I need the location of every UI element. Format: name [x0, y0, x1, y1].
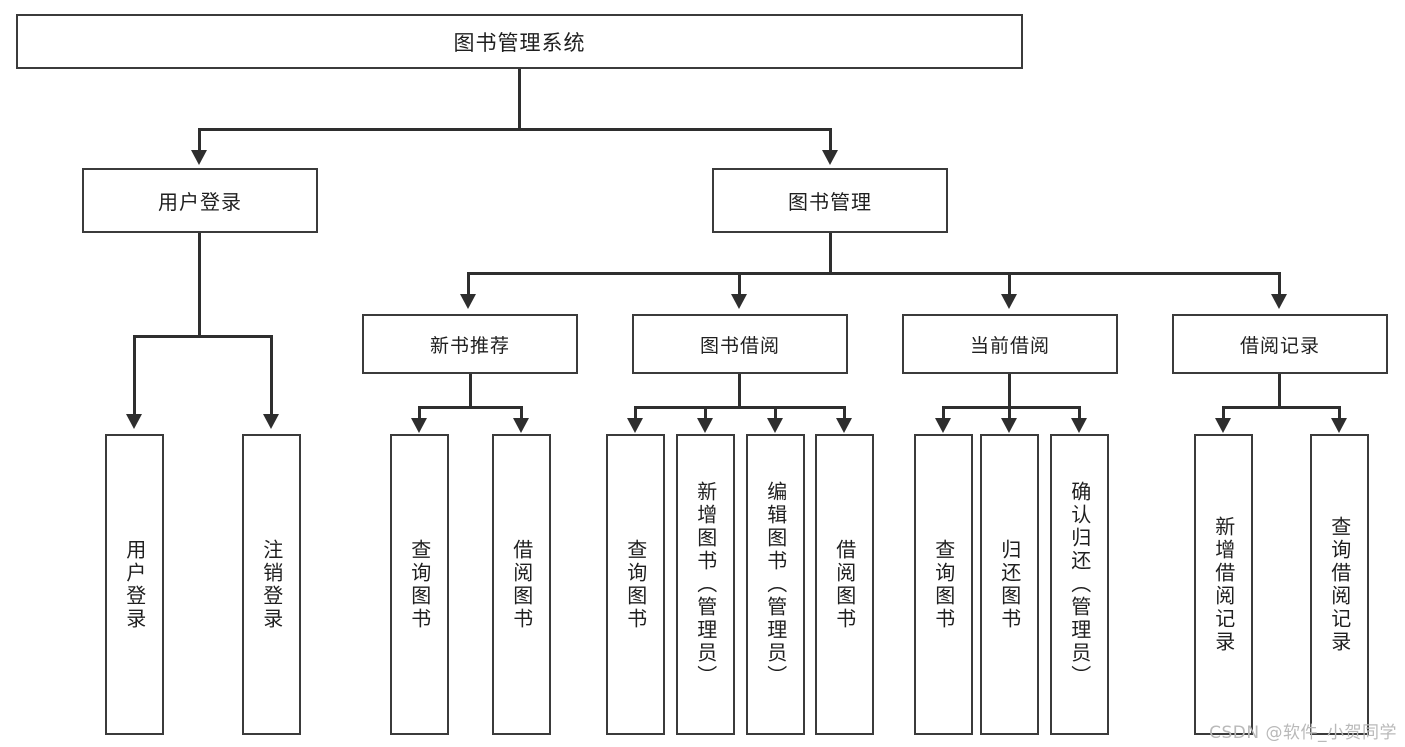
edge-root-to-user	[198, 128, 201, 150]
edge-bookborrow-to-leaf3	[774, 406, 777, 418]
leaf-record-query[interactable]: 查询借阅记录	[1310, 434, 1369, 735]
edge-currentborrow-to-leaf2	[1008, 406, 1011, 418]
node-current-borrow[interactable]: 当前借阅	[902, 314, 1118, 374]
leaf-borrow-query-book[interactable]: 查询图书	[606, 434, 665, 735]
edge-bookmgmt-to-borrow	[738, 272, 741, 294]
leaf-borrow-borrow-book-label: 借阅图书	[832, 538, 857, 631]
arrow-user-to-leaf2	[263, 414, 279, 429]
leaf-current-return-book-label: 归还图书	[997, 538, 1022, 631]
leaf-borrow-add-book[interactable]: 新增图书（管理员）	[676, 434, 735, 735]
arrow-currentborrow-to-leaf1	[935, 418, 951, 433]
edge-currentborrow-bar	[942, 406, 1081, 409]
node-borrow-record[interactable]: 借阅记录	[1172, 314, 1388, 374]
leaf-user-logout-label: 注销登录	[259, 538, 284, 631]
node-book-management-label: 图书管理	[788, 190, 872, 214]
arrow-bookborrow-to-leaf4	[836, 418, 852, 433]
edge-root-down	[518, 69, 521, 128]
arrow-user-to-leaf1	[126, 414, 142, 429]
node-book-borrow[interactable]: 图书借阅	[632, 314, 848, 374]
edge-bookmgmt-bar	[467, 272, 1279, 275]
edge-bookmgmt-to-new	[467, 272, 470, 294]
leaf-current-confirm-return[interactable]: 确认归还（管理员）	[1050, 434, 1109, 735]
edge-bookborrow-to-leaf4	[843, 406, 846, 418]
leaf-record-add[interactable]: 新增借阅记录	[1194, 434, 1253, 735]
leaf-record-add-label: 新增借阅记录	[1211, 515, 1236, 654]
leaf-borrow-query-book-label: 查询图书	[623, 538, 648, 631]
edge-root-bar	[198, 128, 832, 131]
leaf-record-query-label: 查询借阅记录	[1327, 515, 1352, 654]
arrow-root-to-user	[191, 150, 207, 165]
edge-currentborrow-down	[1008, 374, 1011, 406]
edge-user-to-leaf2	[270, 335, 273, 414]
edge-newbook-to-leaf2	[520, 406, 523, 418]
edge-borrowrecord-down	[1278, 374, 1281, 406]
leaf-user-logout[interactable]: 注销登录	[242, 434, 301, 735]
edge-currentborrow-to-leaf3	[1078, 406, 1081, 418]
node-book-management[interactable]: 图书管理	[712, 168, 948, 233]
edge-bookborrow-down	[738, 374, 741, 406]
edge-bookborrow-to-leaf1	[634, 406, 637, 418]
arrow-bookmgmt-to-borrow	[731, 294, 747, 309]
leaf-borrow-borrow-book[interactable]: 借阅图书	[815, 434, 874, 735]
edge-borrowrecord-to-leaf1	[1222, 406, 1225, 418]
watermark-text: CSDN @软件_小贺同学	[1209, 723, 1397, 743]
leaf-user-login-label: 用户登录	[122, 538, 147, 631]
node-new-book-recommend-label: 新书推荐	[429, 334, 510, 357]
edge-newbook-down	[469, 374, 472, 406]
leaf-current-query-book[interactable]: 查询图书	[914, 434, 973, 735]
leaf-borrow-edit-book-label: 编辑图书（管理员）	[763, 481, 788, 688]
arrow-bookborrow-to-leaf1	[627, 418, 643, 433]
node-book-borrow-label: 图书借阅	[699, 334, 780, 357]
edge-borrowrecord-to-leaf2	[1338, 406, 1341, 418]
leaf-current-confirm-return-label: 确认归还（管理员）	[1067, 481, 1092, 688]
leaf-current-query-book-label: 查询图书	[931, 538, 956, 631]
leaf-borrow-edit-book[interactable]: 编辑图书（管理员）	[746, 434, 805, 735]
arrow-bookmgmt-to-record	[1271, 294, 1287, 309]
edge-user-bar	[133, 335, 273, 338]
arrow-bookmgmt-to-new	[460, 294, 476, 309]
node-new-book-recommend[interactable]: 新书推荐	[362, 314, 578, 374]
arrow-borrowrecord-to-leaf1	[1215, 418, 1231, 433]
edge-borrowrecord-bar	[1222, 406, 1341, 409]
edge-user-down	[198, 233, 201, 335]
edge-newbook-bar	[418, 406, 523, 409]
edge-bookmgmt-down	[829, 233, 832, 272]
node-borrow-record-label: 借阅记录	[1239, 334, 1320, 357]
edge-root-to-book	[829, 128, 832, 150]
arrow-currentborrow-to-leaf2	[1001, 418, 1017, 433]
arrow-bookmgmt-to-current	[1001, 294, 1017, 309]
arrow-currentborrow-to-leaf3	[1071, 418, 1087, 433]
leaf-recommend-borrow-book-label: 借阅图书	[509, 538, 534, 631]
arrow-newbook-to-leaf1	[411, 418, 427, 433]
edge-currentborrow-to-leaf1	[942, 406, 945, 418]
arrow-newbook-to-leaf2	[513, 418, 529, 433]
leaf-borrow-add-book-label: 新增图书（管理员）	[693, 481, 718, 688]
leaf-recommend-query-book-label: 查询图书	[407, 538, 432, 631]
leaf-recommend-borrow-book[interactable]: 借阅图书	[492, 434, 551, 735]
arrow-bookborrow-to-leaf3	[767, 418, 783, 433]
node-root-label: 图书管理系统	[453, 30, 586, 55]
leaf-user-login[interactable]: 用户登录	[105, 434, 164, 735]
node-user-login[interactable]: 用户登录	[82, 168, 318, 233]
arrow-borrowrecord-to-leaf2	[1331, 418, 1347, 433]
arrow-root-to-book	[822, 150, 838, 165]
edge-bookmgmt-to-current	[1008, 272, 1011, 294]
edge-user-to-leaf1	[133, 335, 136, 414]
edge-newbook-to-leaf1	[418, 406, 421, 418]
edge-bookmgmt-to-record	[1278, 272, 1281, 294]
arrow-bookborrow-to-leaf2	[697, 418, 713, 433]
leaf-current-return-book[interactable]: 归还图书	[980, 434, 1039, 735]
edge-bookborrow-to-leaf2	[704, 406, 707, 418]
node-user-login-label: 用户登录	[158, 190, 242, 214]
node-root[interactable]: 图书管理系统	[16, 14, 1023, 69]
node-current-borrow-label: 当前借阅	[969, 334, 1050, 357]
leaf-recommend-query-book[interactable]: 查询图书	[390, 434, 449, 735]
edge-bookborrow-bar	[634, 406, 846, 409]
